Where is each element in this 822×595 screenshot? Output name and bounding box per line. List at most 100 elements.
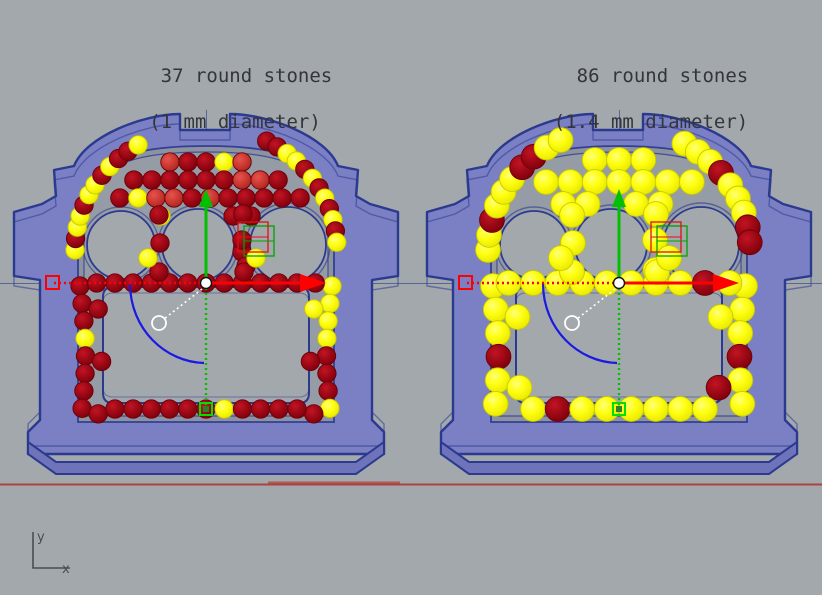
construction-arc-curve[interactable] — [541, 282, 618, 365]
gem-stone[interactable] — [569, 396, 596, 422]
gem-stone[interactable] — [667, 396, 694, 422]
gumball-rotation-handle[interactable] — [564, 315, 580, 331]
gem-stone[interactable] — [316, 346, 337, 366]
gem-stone[interactable] — [250, 170, 270, 190]
gem-stone[interactable] — [484, 320, 511, 346]
gem-stone[interactable] — [128, 188, 148, 208]
gem-stone[interactable] — [214, 170, 234, 190]
gumball-scale-handle-y-core[interactable] — [616, 406, 622, 412]
gem-stone[interactable] — [729, 390, 756, 417]
gem-stone[interactable] — [236, 188, 256, 208]
gem-stone[interactable] — [214, 399, 234, 419]
stone-seat-hole-2[interactable] — [161, 208, 235, 282]
gem-stone[interactable] — [159, 399, 180, 419]
gem-stone[interactable] — [654, 169, 681, 195]
gem-stone[interactable] — [679, 169, 705, 195]
gem-stone[interactable] — [520, 396, 546, 422]
gem-stone[interactable] — [128, 135, 148, 155]
gem-stone[interactable] — [318, 311, 338, 331]
gem-stone[interactable] — [726, 343, 753, 370]
gumball-scale-handle-x[interactable] — [45, 275, 60, 290]
gem-stone[interactable] — [727, 320, 754, 346]
stone-field[interactable] — [65, 131, 347, 424]
gem-stone[interactable] — [287, 399, 307, 419]
gem-stone[interactable] — [74, 381, 94, 401]
ring-model-86-stones[interactable] — [425, 112, 813, 475]
gem-stone[interactable] — [485, 343, 512, 370]
gem-stone[interactable] — [727, 367, 754, 394]
gumball-y-arrowhead[interactable] — [199, 189, 213, 207]
gem-stone[interactable] — [218, 188, 238, 208]
gem-stone[interactable] — [72, 398, 92, 419]
gumball-origin-point[interactable] — [612, 276, 626, 290]
gem-stone[interactable] — [327, 232, 347, 252]
gem-stone[interactable] — [75, 363, 95, 384]
gumball-scale-handle-y[interactable] — [199, 402, 213, 416]
gem-stone[interactable] — [643, 201, 669, 227]
gem-stone[interactable] — [138, 248, 158, 268]
gem-stone[interactable] — [91, 351, 112, 372]
gumball-x-arrowhead[interactable] — [713, 274, 739, 292]
gumball-scale-handle-x[interactable] — [458, 275, 473, 290]
gem-stone[interactable] — [149, 262, 169, 282]
plane-grid-widget[interactable] — [650, 221, 688, 257]
gem-stone[interactable] — [304, 299, 324, 319]
gem-stone[interactable] — [150, 233, 170, 253]
gem-stone[interactable] — [642, 396, 669, 422]
gem-stone[interactable] — [88, 299, 108, 319]
gumball-manipulator[interactable] — [458, 189, 739, 416]
gem-stone[interactable] — [548, 245, 574, 271]
ring-model-37-stones[interactable] — [12, 112, 400, 475]
gumball-rotation-handle[interactable] — [151, 315, 167, 331]
gumball-origin-point[interactable] — [199, 276, 213, 290]
gem-stone[interactable] — [160, 170, 180, 190]
stone-seat-hole-2[interactable] — [574, 208, 648, 282]
gem-stone[interactable] — [70, 276, 90, 296]
gem-stone[interactable] — [232, 399, 253, 419]
gem-stone[interactable] — [268, 170, 288, 190]
gem-stone[interactable] — [322, 276, 342, 296]
gem-stone[interactable] — [110, 188, 130, 208]
gem-stone[interactable] — [196, 170, 216, 190]
stone-seat-hole-1[interactable] — [86, 210, 156, 280]
gem-stone[interactable] — [304, 404, 324, 424]
gem-stone[interactable] — [506, 374, 533, 401]
gem-stone[interactable] — [656, 245, 682, 271]
gem-stone[interactable] — [232, 230, 252, 250]
gem-stone[interactable] — [707, 304, 734, 330]
stone-field[interactable] — [475, 127, 763, 422]
gem-stone[interactable] — [320, 293, 340, 314]
gem-stone[interactable] — [182, 188, 202, 208]
gem-stone[interactable] — [269, 399, 289, 419]
gem-stone[interactable] — [705, 374, 732, 401]
gem-stone[interactable] — [124, 170, 144, 190]
gem-stone[interactable] — [178, 170, 198, 190]
gem-stone[interactable] — [482, 296, 509, 323]
gem-stone[interactable] — [736, 229, 763, 256]
gem-stone[interactable] — [146, 188, 166, 208]
gem-stone[interactable] — [254, 188, 274, 208]
plane-grid-widget[interactable] — [237, 221, 275, 257]
gumball-manipulator[interactable] — [45, 189, 326, 416]
gem-stone[interactable] — [233, 204, 253, 224]
gem-stone[interactable] — [250, 399, 271, 419]
gem-stone[interactable] — [692, 396, 718, 422]
gem-stone[interactable] — [557, 169, 584, 195]
gem-stone[interactable] — [88, 404, 108, 424]
gumball-y-arrowhead[interactable] — [612, 189, 626, 207]
gumball-scale-handle-y[interactable] — [612, 402, 626, 416]
gem-stone[interactable] — [559, 202, 585, 228]
gem-stone[interactable] — [317, 363, 337, 384]
gem-stone[interactable] — [533, 169, 559, 195]
gumball-scale-handle-y-core[interactable] — [203, 406, 209, 412]
gem-stone[interactable] — [75, 346, 96, 366]
gem-stone[interactable] — [272, 188, 292, 208]
gem-stone[interactable] — [593, 396, 620, 422]
gem-stone[interactable] — [482, 390, 509, 417]
gem-stone[interactable] — [141, 399, 162, 419]
gem-stone[interactable] — [123, 399, 143, 419]
gem-stone[interactable] — [484, 367, 511, 394]
gem-stone[interactable] — [72, 293, 92, 314]
gem-stone[interactable] — [234, 262, 254, 282]
